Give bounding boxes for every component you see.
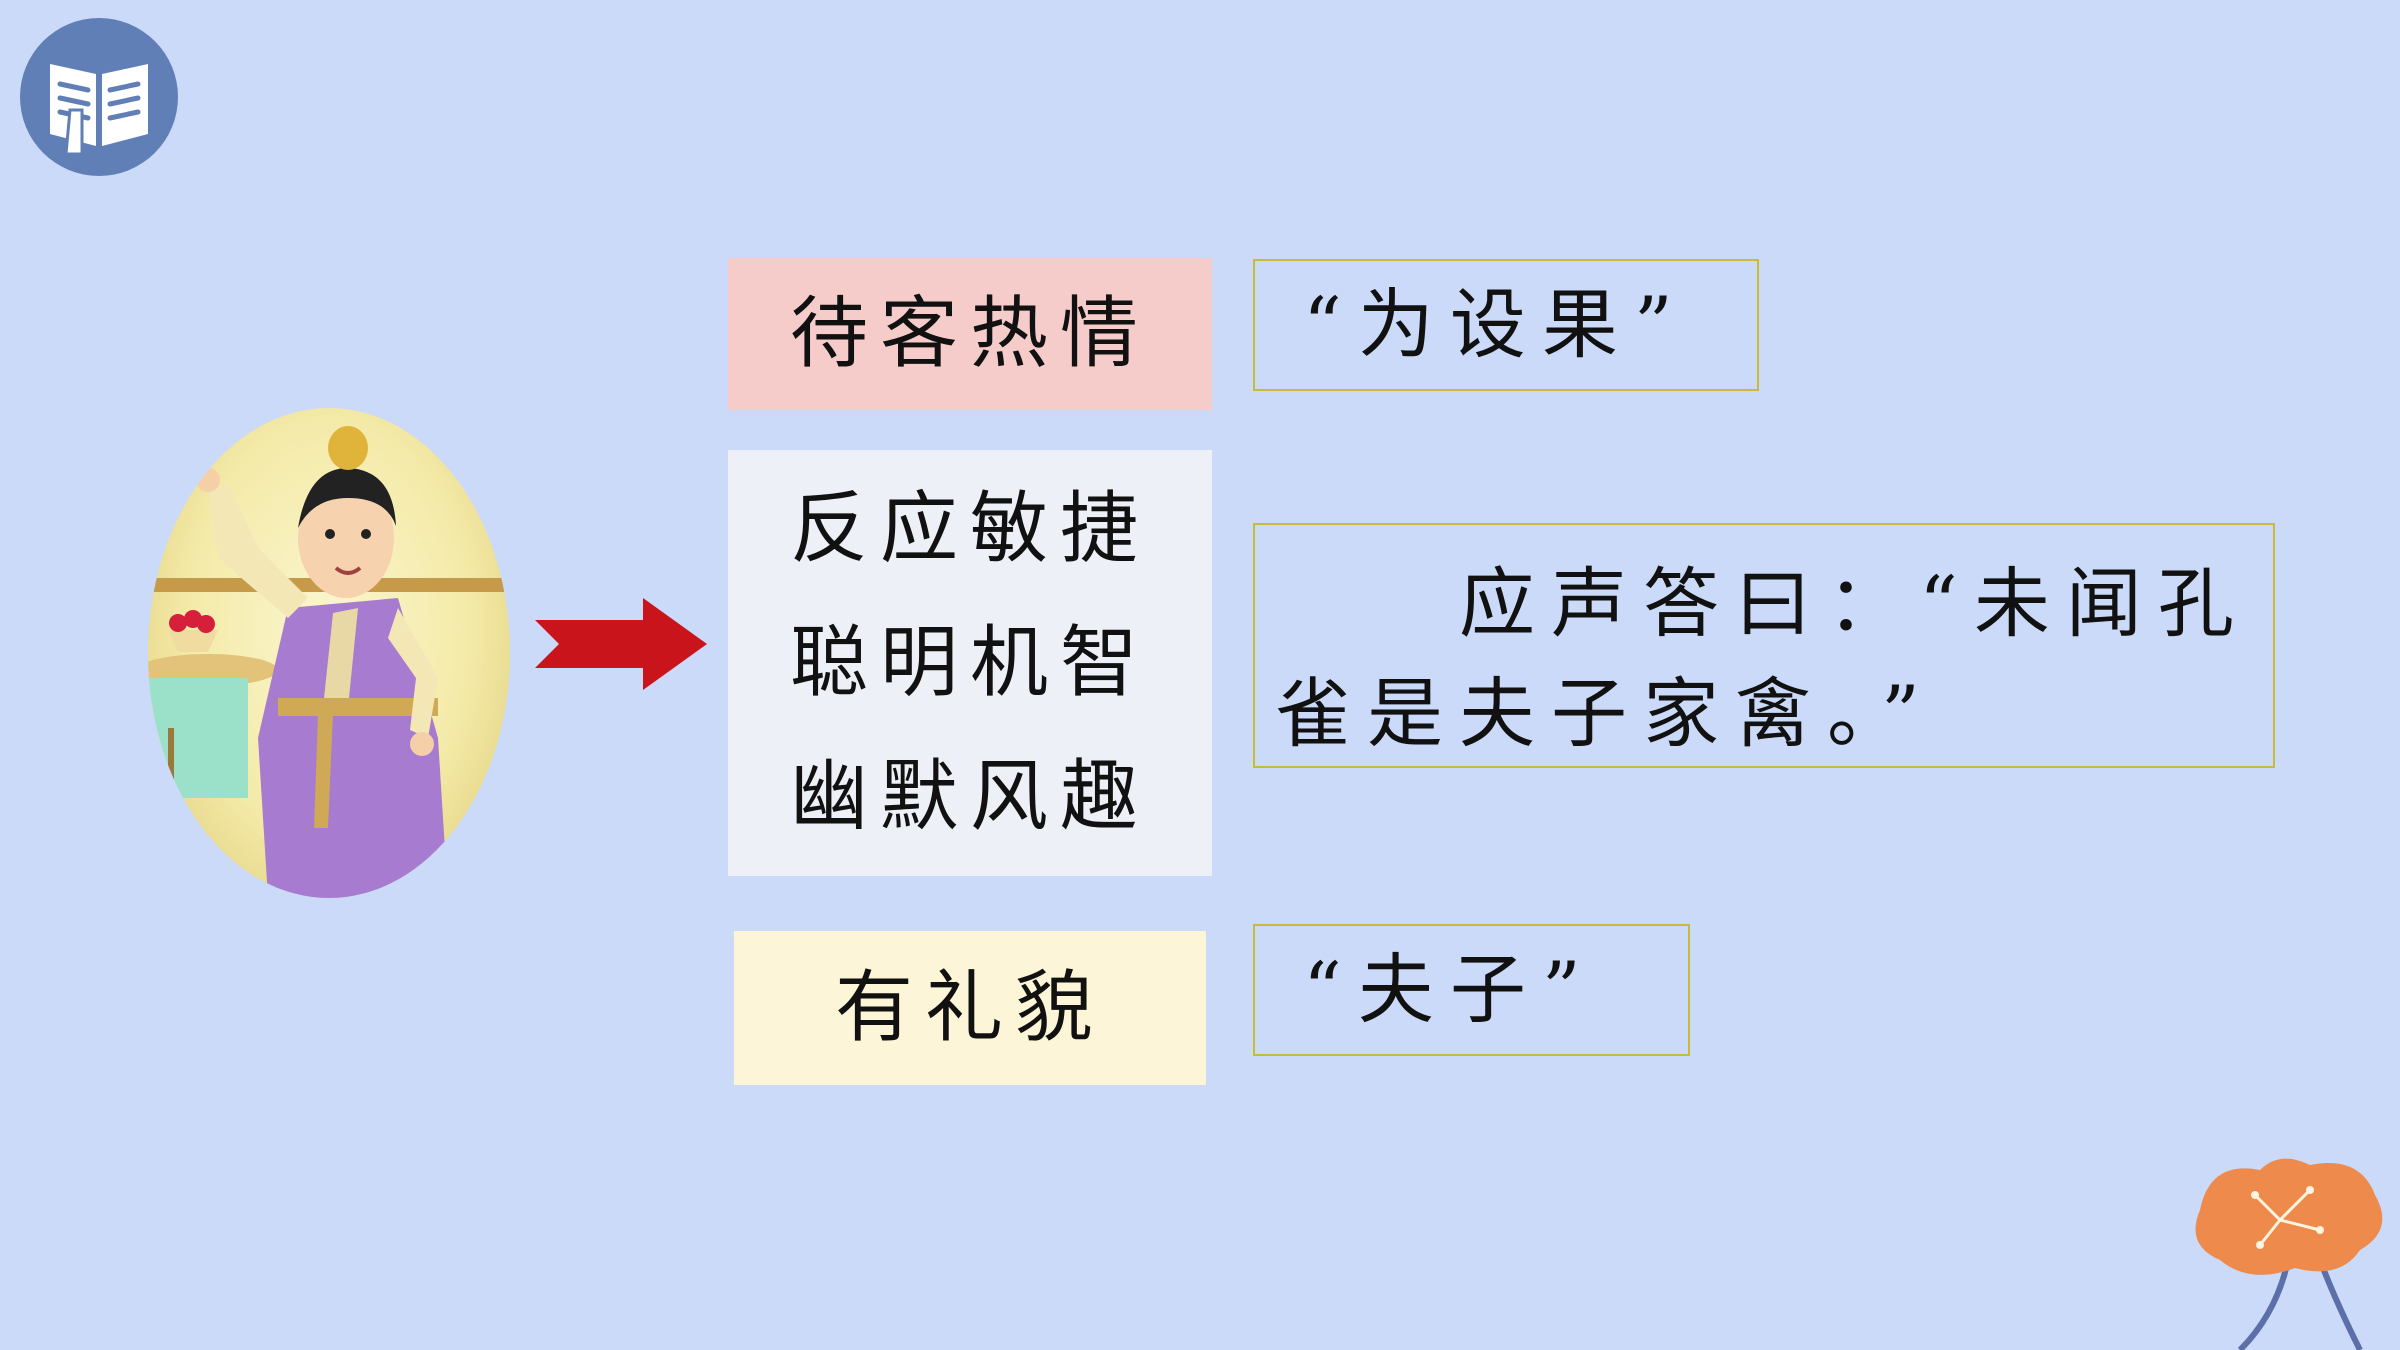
flower-decoration-icon bbox=[2170, 1150, 2400, 1350]
trait-hospitable: 待客热情 bbox=[728, 258, 1212, 410]
quote-master-text: “夫子” bbox=[1303, 945, 1597, 1034]
arrow-right-icon bbox=[535, 598, 707, 690]
quote-box-set-fruit: “为设果” bbox=[1253, 259, 1759, 391]
trait-polite-label: 有礼貌 bbox=[834, 963, 1105, 1053]
open-book-badge-icon bbox=[20, 18, 178, 176]
trait-hospitable-label: 待客热情 bbox=[789, 289, 1150, 379]
quote-box-master: “夫子” bbox=[1253, 924, 1690, 1056]
quote-set-fruit-text: “为设果” bbox=[1303, 280, 1689, 369]
trait-clever-group: 反应敏捷 聪明机智 幽默风趣 bbox=[728, 450, 1212, 876]
quote-reply-text: 应声答曰：“未闻孔雀是夫子家禽。” bbox=[1275, 559, 2250, 758]
trait-clever: 聪明机智 bbox=[789, 618, 1150, 708]
trait-quick-response: 反应敏捷 bbox=[789, 484, 1150, 574]
quote-box-reply: 应声答曰：“未闻孔雀是夫子家禽。” bbox=[1253, 523, 2275, 768]
trait-humorous: 幽默风趣 bbox=[789, 752, 1150, 842]
boy-portrait-illustration bbox=[148, 408, 510, 898]
trait-polite: 有礼貌 bbox=[734, 931, 1206, 1085]
